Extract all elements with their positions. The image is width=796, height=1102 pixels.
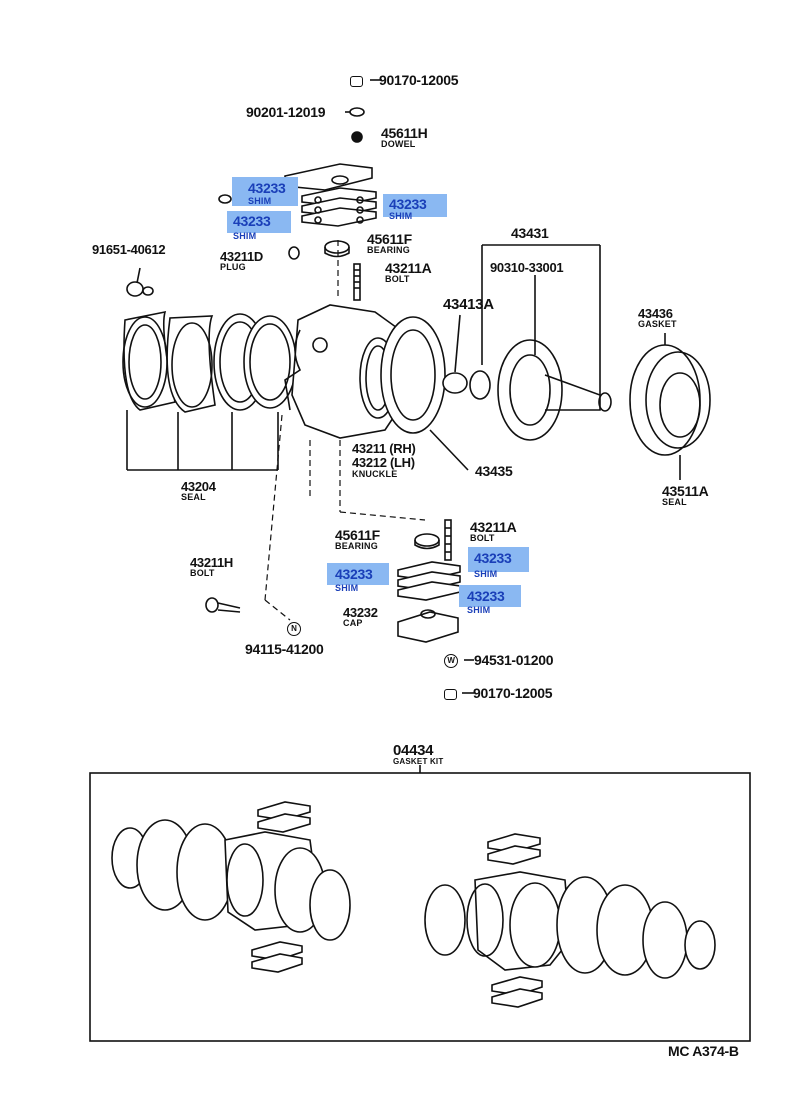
shim-lower-left-highlight[interactable]: 43233 SHIM [327,563,389,593]
shim-lower-right-highlight[interactable]: 43233 SHIM [468,547,529,579]
spindle-part [442,339,612,441]
dowel-part [351,131,363,143]
left-seal-rings-part [122,310,297,413]
gasket-mid-part [380,316,446,434]
label-bearing-top: 45611F BEARING [367,231,412,255]
nut-symbol-icon [444,688,457,700]
label-knuckle-arm: 43413A [443,296,494,313]
right-hub-part [629,344,711,456]
kit-left-assembly [111,801,351,973]
nut-n-icon: N [287,621,301,636]
label-bearing-bottom: 45611F BEARING [335,527,380,551]
label-spindle: 43431 [511,225,549,241]
lower-bearing-part [414,533,440,550]
nut-n-symbol: N [287,621,301,637]
lower-shims-part [397,561,461,601]
plug-part [288,246,300,260]
label-knuckle: 43211 (RH) 43212 (LH) KNUCKLE [352,441,416,479]
pin-top-part [345,107,365,117]
lower-cap-part [397,609,459,643]
kit-right-assembly [424,833,716,1008]
label-seal-right: 43511A SEAL [662,483,709,507]
label-nut-bottom: 90170-12005 [444,686,553,700]
shim-lower-right2-highlight[interactable]: 43233 SHIM [459,585,521,615]
top-bearing-part [324,240,350,258]
washer-w-icon: W [444,654,458,669]
label-gasket-kit: 04434 GASKET KIT [393,742,444,766]
bolt-h-part [205,597,241,613]
label-plug: 43211D PLUG [220,249,264,272]
label-gasket-mid: 43435 [475,463,513,479]
shim-mid-left-highlight[interactable]: 43233 SHIM [227,211,291,241]
label-plug-left: 91651-40612 [92,242,166,257]
label-spindle-bolt: 90310-33001 [490,260,564,275]
label-pin-top: 90201-12019 [246,104,326,120]
label-nut-top: 90170-12005 [350,73,459,87]
label-seal-left: 43204 SEAL [181,479,216,502]
label-bolt-h: 43211H BOLT [190,555,234,578]
lower-bolt-part [444,519,452,561]
label-bolt-top: 43211A BOLT [385,260,432,284]
label-dowel: 45611H DOWEL [381,125,428,149]
left-plug-part [126,267,154,297]
label-gasket-right: 43436 GASKET [638,306,677,329]
shim-upper-left-highlight[interactable]: 43233 SHIM [232,177,298,206]
nut-symbol-icon [350,75,363,87]
shim-upper-right-highlight[interactable]: 43233 SHIM [383,194,447,221]
footer-code: MC A374-B [668,1043,739,1059]
label-nut-n: 94115-41200 [245,641,324,657]
top-bolt-part [353,263,361,301]
label-bolt-bottom: 43211A BOLT [470,519,517,543]
upper-shims-part [301,187,377,227]
label-cap: 43232 CAP [343,605,378,628]
